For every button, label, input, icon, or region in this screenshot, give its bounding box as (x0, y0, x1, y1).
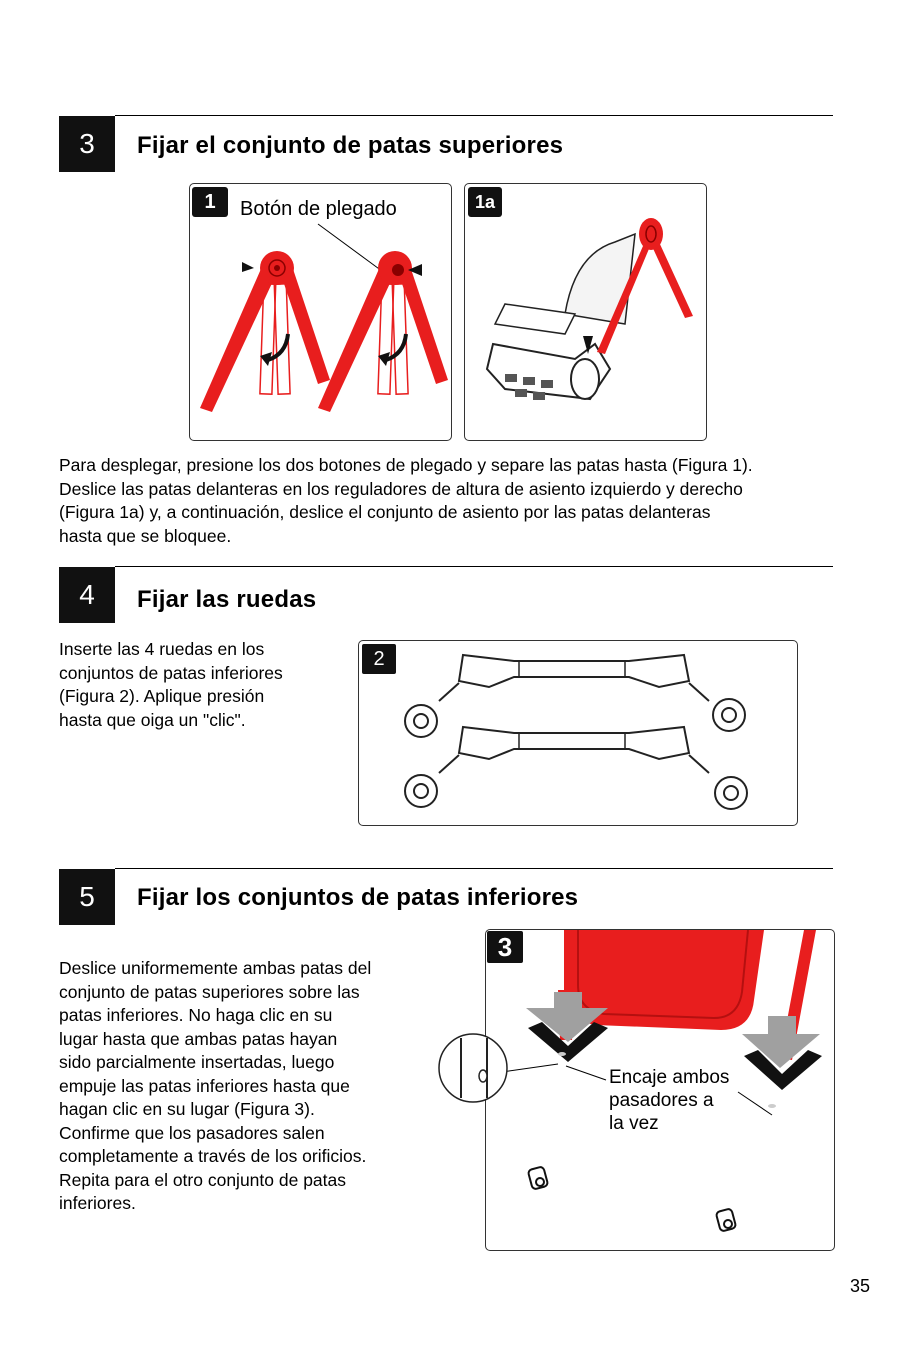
section-3-paragraph: Para desplegar, presione los dos botones… (59, 454, 753, 548)
figure-1a: 1a (464, 183, 707, 441)
section-3-rule (115, 115, 833, 116)
pins-label-line: Encaje ambos (609, 1067, 730, 1088)
pins-label: Encaje ambos pasadores a la vez (609, 1066, 729, 1135)
section-4-number: 4 (59, 567, 115, 623)
paragraph-line: (Figura 1a) y, a continuación, deslice e… (59, 502, 711, 522)
section-3-number: 3 (59, 116, 115, 172)
section-5-rule (115, 868, 833, 869)
figure-3: 3 Encaje ambos pasadores a la vez (485, 929, 835, 1251)
paragraph-line: hagan clic en su lugar (Figura 3). (59, 1099, 315, 1119)
section-4-title: Fijar las ruedas (137, 586, 317, 613)
paragraph-line: (Figura 2). Aplique presión (59, 686, 265, 706)
paragraph-line: Deslice uniformemente ambas patas del (59, 958, 372, 978)
paragraph-line: conjunto de patas superiores sobre las (59, 981, 360, 1002)
paragraph-line: sido parcialmente insertadas, luego (59, 1052, 335, 1072)
section-4-paragraph: Inserte las 4 ruedas en los conjuntos de… (59, 638, 283, 732)
pins-label-line: la vez (609, 1113, 659, 1134)
paragraph-line: Deslice las patas delanteras en los regu… (59, 478, 743, 499)
high-chair-seat-illustration (485, 218, 693, 401)
wheels-illustration (404, 653, 748, 810)
pins-label-line: pasadores a (609, 1090, 714, 1111)
paragraph-line: patas inferiores. No haga clic en su (59, 1005, 333, 1025)
page-number: 35 (850, 1276, 871, 1296)
paragraph-line: Repita para el otro conjunto de patas (59, 1169, 346, 1190)
section-5-number: 5 (59, 869, 115, 925)
lower-legs-illustration (501, 930, 822, 1232)
paragraph-line: hasta que se bloquee. (59, 525, 232, 546)
figure-1a-badge: 1a (468, 187, 502, 217)
folding-legs-illustration (200, 223, 448, 412)
figure-3-badge: 3 (487, 931, 523, 963)
paragraph-line: lugar hasta que ambas patas hayan (59, 1028, 338, 1049)
figure-1-badge: 1 (192, 187, 228, 217)
pin-detail-inset (438, 1033, 508, 1103)
paragraph-line: Para desplegar, presione los dos botones… (59, 455, 753, 475)
figure-2-badge: 2 (362, 644, 396, 674)
section-5-title: Fijar los conjuntos de patas inferiores (137, 884, 579, 911)
figure-1: 1 Botón de plegado (189, 183, 452, 441)
section-4-rule (115, 566, 833, 567)
paragraph-line: Inserte las 4 ruedas en los (59, 639, 265, 659)
folding-button-label: Botón de plegado (240, 198, 397, 220)
paragraph-line: Confirme que los pasadores salen (59, 1122, 325, 1143)
section-5-paragraph: Deslice uniformemente ambas patas del co… (59, 957, 371, 1216)
paragraph-line: conjuntos de patas inferiores (59, 662, 283, 683)
section-3-title: Fijar el conjunto de patas superiores (137, 132, 564, 159)
paragraph-line: inferiores. (59, 1193, 136, 1213)
paragraph-line: completamente a través de los orificios. (59, 1146, 367, 1166)
paragraph-line: empuje las patas inferiores hasta que (59, 1075, 350, 1096)
figure-2: 2 (358, 640, 798, 826)
paragraph-line: hasta que oiga un "clic". (59, 709, 246, 730)
